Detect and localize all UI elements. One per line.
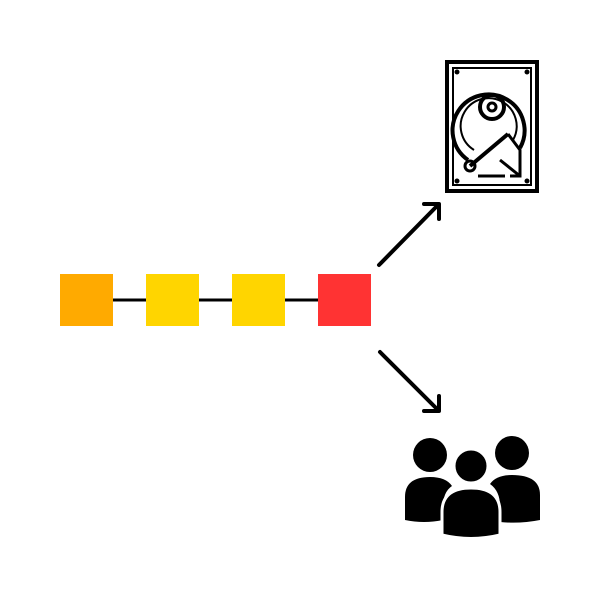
output-arrows [377, 202, 441, 413]
arrow-to-users [378, 350, 441, 413]
user-group-icon [405, 436, 540, 540]
chain-nodes [60, 274, 371, 326]
chain-node-2 [146, 274, 199, 326]
chain-node-1 [60, 274, 113, 326]
chain-node-3 [232, 274, 285, 326]
arrow-to-storage [377, 202, 441, 267]
hard-drive-icon [445, 60, 539, 193]
chain-node-4 [318, 274, 371, 326]
